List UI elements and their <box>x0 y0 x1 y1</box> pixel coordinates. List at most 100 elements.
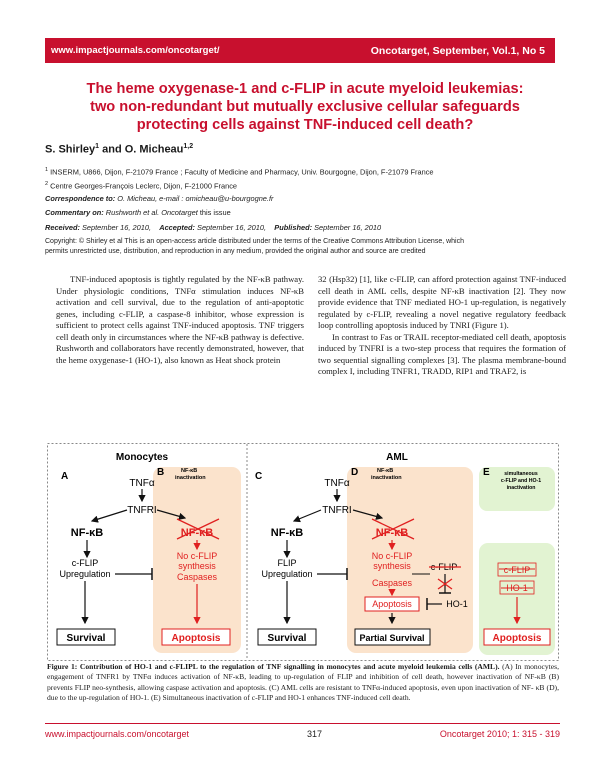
aml-tnfri-to-nfkb-arrow <box>292 509 322 523</box>
accepted-date: September 16, 2010, <box>194 223 267 232</box>
panel-e-title-2: c-FLIP and HO-1 <box>501 478 541 484</box>
body-column-left: TNF-induced apoptosis is tightly regulat… <box>56 274 304 366</box>
aml-partial-survival-label: Partial Survival <box>359 633 424 643</box>
mono-upregulation-label: Upregulation <box>59 569 110 579</box>
figure-frame <box>47 443 559 661</box>
correspondence-email[interactable]: e-mail : omicheau@u-bourgogne.fr <box>159 194 274 203</box>
aml-tnfri-to-nfkb-d-arrow <box>352 509 384 520</box>
panel-b-title-2: inactivation <box>175 475 206 481</box>
header-url[interactable]: www.impactjournals.com/oncotarget/ <box>51 45 220 56</box>
aml-title: AML <box>386 452 408 463</box>
panel-e-header <box>479 467 555 511</box>
mono-tnfri-label: TNFRI <box>127 505 156 516</box>
page-footer: www.impactjournals.com/oncotarget 317 On… <box>45 723 560 743</box>
panel-label-a: A <box>61 471 68 482</box>
title-line-1: The heme oxygenase-1 and c-FLIP in acute… <box>86 81 524 97</box>
copyright-line-1: Copyright: © Shirley et al This is an op… <box>45 238 465 245</box>
aml-tnfri-label: TNFRI <box>322 505 351 516</box>
mono-synthesis-label: synthesis <box>178 561 216 571</box>
commentary-rest: this issue <box>197 208 231 217</box>
aml-apoptosis-label: Apoptosis <box>372 599 412 609</box>
title-line-3: protecting cells against TNF-induced cel… <box>136 117 474 133</box>
commentary-authors: Rushworth et al. <box>103 208 160 217</box>
panel-label-b: B <box>157 467 164 478</box>
correspondence: Correspondence to: O. Micheau, e-mail : … <box>45 194 560 204</box>
aml-nfkb-cross-icon <box>371 518 415 540</box>
mono-tnfa-label: TNFα <box>129 478 154 489</box>
e-cflip-box <box>497 562 537 577</box>
received-date: September 16, 2010, <box>79 223 152 232</box>
panel-d-title-2: inactivation <box>371 475 402 481</box>
aml-ho1-label: HO-1 <box>446 599 468 609</box>
published-label: Published: <box>274 223 313 232</box>
affiliation-1-sup: 1 <box>45 167 49 173</box>
mono-apoptosis-label: Apoptosis <box>172 633 221 644</box>
e-apoptosis-box <box>483 628 551 646</box>
aml-no-cflip-label: No c-FLIP <box>372 551 413 561</box>
aml-apoptosis-box <box>364 596 420 612</box>
mono-apoptosis-box <box>161 628 231 646</box>
commentary-journal: Oncotarget <box>159 208 198 217</box>
title-line-2: two non-redundant but mutually exclusive… <box>90 99 520 115</box>
body-column-right: 32 (Hsp32) [1], like c-FLIP, can afford … <box>318 274 566 378</box>
aml-inhibition-cross-icon <box>437 578 453 590</box>
figure-caption-text: (A) In monocytes, engagement of TNFR1 by… <box>47 662 559 703</box>
panel-b-background <box>153 467 241 653</box>
copyright-notice: Copyright: © Shirley et al This is an op… <box>45 237 560 257</box>
affiliation-2: 2 Centre Georges-François Leclerc, Dijon… <box>45 179 560 191</box>
article-dates: Received: September 16, 2010, Accepted: … <box>45 223 560 233</box>
figure-caption: Figure 1: Contribution of HO-1 and c-FLI… <box>47 662 559 704</box>
mono-no-cflip-label: No c-FLIP <box>177 551 218 561</box>
aml-nfkb-inactive-label: NF-κB <box>376 527 408 539</box>
aml-flip-label: FLIP <box>277 558 296 568</box>
footer-url[interactable]: www.impactjournals.com/oncotarget <box>45 728 190 739</box>
mono-nfkb-inactive-label: NF-κB <box>181 527 213 539</box>
figure-1: Monocytes AML A B C D E NF-κB inactivati… <box>47 443 559 661</box>
panel-label-e: E <box>483 467 490 478</box>
correspondence-label: Correspondence to: <box>45 194 116 203</box>
article-title: The heme oxygenase-1 and c-FLIP in acute… <box>55 80 555 134</box>
footer-citation: Oncotarget 2010; 1: 315 - 319 <box>439 728 560 739</box>
mono-tnfri-to-nfkb-b-arrow <box>156 509 187 520</box>
panel-label-c: C <box>255 471 262 482</box>
panel-label-d: D <box>351 467 358 478</box>
panel-e-title-3: inactivation <box>507 485 536 491</box>
correspondence-name: O. Micheau, <box>115 194 160 203</box>
paragraph-1-continued: 32 (Hsp32) [1], like c-FLIP, can afford … <box>318 274 566 330</box>
author-2: O. Micheau <box>124 143 184 156</box>
e-apoptosis-label: Apoptosis <box>493 633 542 644</box>
aml-nfkb-label: NF-κB <box>271 527 303 539</box>
author-1-affil: 1 <box>95 143 100 150</box>
panel-b-title-1: NF-κB <box>181 468 197 474</box>
affiliation-1-text: INSERM, U866, Dijon, F-21079 France ; Fa… <box>50 167 434 177</box>
commentary-on: Commentary on: Rushworth et al. Oncotarg… <box>45 208 560 218</box>
author-list: S. Shirley1 and O. Micheau1,2 <box>45 143 193 156</box>
mono-survival-label: Survival <box>67 633 106 644</box>
mono-caspases-label: Caspases <box>177 572 218 582</box>
figure-caption-title: Figure 1: Contribution of HO-1 and c-FLI… <box>47 662 500 671</box>
paragraph-1: TNF-induced apoptosis is tightly regulat… <box>56 274 304 365</box>
published-date: September 16, 2010 <box>312 223 382 232</box>
mono-nfkb-cross-icon <box>176 518 220 540</box>
author-1: S. Shirley <box>45 143 96 156</box>
figure-1-diagram: Monocytes AML A B C D E NF-κB inactivati… <box>47 443 559 661</box>
author-2-affil: 1,2 <box>183 143 194 150</box>
e-cflip-label: c-FLIP <box>504 565 531 575</box>
accepted-label: Accepted: <box>159 223 195 232</box>
commentary-label: Commentary on: <box>45 208 104 217</box>
paragraph-2: In contrast to Fas or TRAIL receptor-med… <box>318 331 566 377</box>
footer-page-number: 317 <box>306 728 322 739</box>
aml-survival-label: Survival <box>268 633 307 644</box>
mono-tnfri-to-nfkb-arrow <box>90 509 128 523</box>
aml-partial-survival-box <box>354 628 431 646</box>
aml-synthesis-label: synthesis <box>373 561 411 571</box>
affiliation-1: 1 INSERM, U866, Dijon, F-21079 France ; … <box>45 165 560 177</box>
panel-e-title-1: simultaneous <box>504 471 538 477</box>
aml-caspases-label: Caspases <box>372 578 413 588</box>
affiliation-2-text: Centre Georges-François Leclerc, Dijon, … <box>50 181 238 191</box>
journal-header-bar: www.impactjournals.com/oncotarget/ Oncot… <box>45 38 555 63</box>
aml-survival-box <box>257 628 317 646</box>
header-journal: Oncotarget, September, Vol.1, No 5 <box>370 44 545 57</box>
mono-nfkb-label: NF-κB <box>71 527 103 539</box>
aml-upregulation-label: Upregulation <box>261 569 312 579</box>
